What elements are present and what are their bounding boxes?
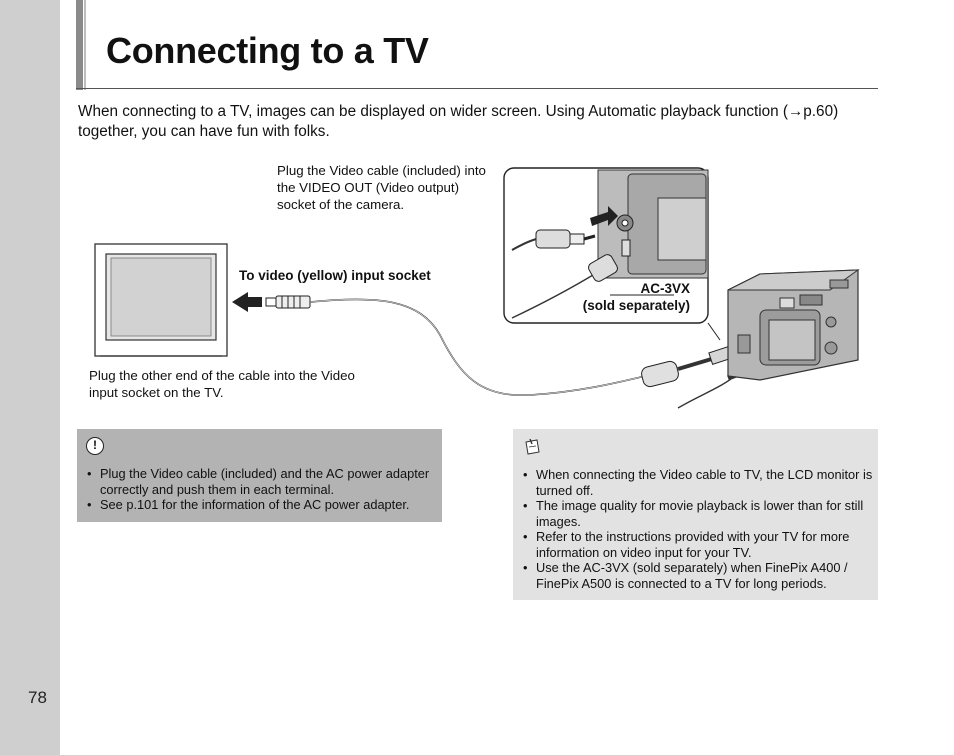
connection-illustration (94, 167, 860, 409)
exclamation-icon: ! (86, 437, 104, 455)
camera-illustration (727, 269, 860, 381)
memo-icon (525, 439, 540, 455)
page-title: Connecting to a TV (106, 30, 429, 71)
title-rule (76, 88, 878, 89)
ac-adapter-note: (sold separately) (582, 298, 690, 313)
tv-illustration (94, 243, 228, 357)
page-number: 78 (28, 688, 47, 707)
rca-plug-icon (265, 295, 311, 309)
memo-list: When connecting the Video cable to TV, t… (523, 467, 873, 591)
title-accent-bar (76, 0, 83, 90)
caution-box: Plug the Video cable (included) and the … (77, 429, 442, 522)
caution-list: Plug the Video cable (included) and the … (87, 466, 437, 513)
list-item: The image quality for movie playback is … (523, 498, 873, 529)
tv-caption: Plug the other end of the cable into the… (89, 368, 355, 400)
ferrite-core (641, 360, 679, 388)
list-item: Plug the Video cable (included) and the … (87, 466, 437, 497)
page-sidebar (0, 0, 60, 755)
list-item: Refer to the instructions provided with … (523, 529, 873, 560)
insert-arrow-icon (232, 292, 262, 312)
intro-paragraph: When connecting to a TV, images can be d… (78, 103, 839, 140)
memo-box: When connecting the Video cable to TV, t… (513, 429, 878, 600)
camera-closeup-inset (503, 167, 721, 341)
video-socket-label: To video (yellow) input socket (239, 268, 431, 283)
ac-adapter-model: AC-3VX (640, 281, 690, 296)
list-item: When connecting the Video cable to TV, t… (523, 467, 873, 498)
ac-adapter-label: AC-3VX (sold separately) (560, 280, 690, 314)
list-item: See p.101 for the information of the AC … (87, 497, 437, 513)
title-accent-line (84, 0, 86, 90)
list-item: Use the AC-3VX (sold separately) when Fi… (523, 560, 873, 591)
camera-caption: Plug the Video cable (included) into the… (277, 163, 486, 212)
